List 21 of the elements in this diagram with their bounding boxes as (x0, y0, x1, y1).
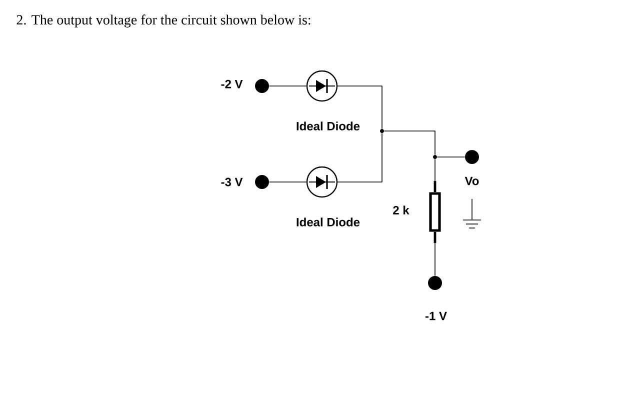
wire (434, 158, 436, 193)
wire (384, 130, 436, 156)
component-label: 2 k (393, 206, 410, 214)
wire (434, 231, 436, 276)
terminal-label: -2 V (221, 80, 243, 88)
diode-symbol (306, 166, 338, 198)
terminal-label: -3 V (221, 178, 243, 186)
component-label: Ideal Diode (296, 218, 360, 226)
wire (337, 86, 382, 130)
question-text: 2. The output voltage for the circuit shown below is: (16, 14, 310, 28)
terminal-dot (255, 175, 269, 189)
terminal-dot (255, 79, 269, 93)
component-label: Ideal Diode (296, 122, 360, 130)
wire (436, 156, 466, 158)
terminal-label: Vo (464, 176, 479, 186)
resistor-symbol (429, 181, 441, 243)
diode-symbol (306, 70, 338, 102)
terminal-dot (465, 150, 479, 164)
wire (337, 132, 382, 182)
terminal-label: -1 V (425, 312, 447, 320)
terminal-dot (428, 276, 442, 290)
